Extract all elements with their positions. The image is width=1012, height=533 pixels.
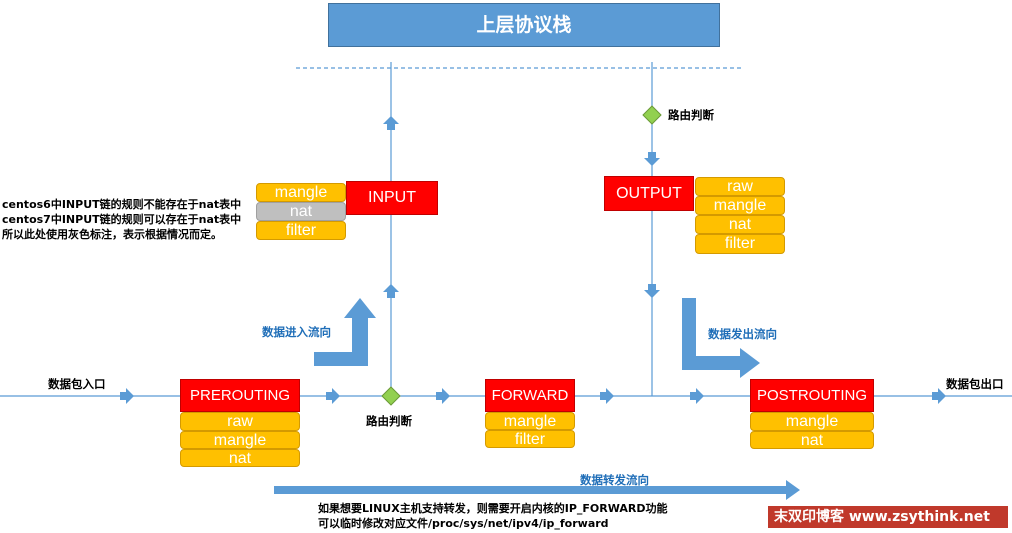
arrow-up-1 <box>383 116 399 130</box>
outbound-flow-label: 数据发出流向 <box>708 327 777 341</box>
prerouting-table-mangle: mangle <box>180 431 300 449</box>
forward-flow-label: 数据转发流向 <box>580 473 649 487</box>
ip-forward-note-line: 如果想要LINUX主机支持转发，则需要开启内核的IP_FORWARD功能 <box>318 502 668 515</box>
arrow-right-6 <box>932 388 946 404</box>
watermark: 末双印博客 www.zsythink.net <box>768 506 1008 528</box>
packet-in-label: 数据包入口 <box>48 377 106 391</box>
inbound-flow-arrow <box>314 298 376 366</box>
output-table-filter: filter <box>695 234 785 254</box>
input-nat-note-line: centos7中INPUT链的规则可以存在于nat表中 <box>2 213 242 226</box>
arrow-right-3 <box>436 388 450 404</box>
arrow-down-2 <box>644 284 660 298</box>
arrow-right-2 <box>326 388 340 404</box>
input-table-mangle: mangle <box>256 183 346 202</box>
input-table-filter: filter <box>256 221 346 240</box>
arrow-right-5 <box>690 388 704 404</box>
input-nat-note-line: centos6中INPUT链的规则不能存在于nat表中 <box>2 198 242 211</box>
arrow-right-4 <box>600 388 614 404</box>
output-table-mangle: mangle <box>695 196 785 215</box>
output-table-nat: nat <box>695 215 785 234</box>
prerouting-table-raw: raw <box>180 412 300 431</box>
arrow-up-2 <box>383 284 399 298</box>
output-chain: OUTPUT <box>604 176 694 211</box>
arrow-right-1 <box>120 388 134 404</box>
forward-table-mangle: mangle <box>485 412 575 430</box>
input-table-nat: nat <box>256 202 346 221</box>
inbound-flow-label: 数据进入流向 <box>262 325 331 339</box>
postrouting-table-mangle: mangle <box>750 412 874 431</box>
route-decision-diamond-bottom <box>381 386 401 406</box>
route-decision-label-bottom: 路由判断 <box>366 414 412 428</box>
packet-out-label: 数据包出口 <box>946 377 1004 391</box>
route-decision-diamond-top <box>642 105 662 125</box>
ip-forward-note: 如果想要LINUX主机支持转发，则需要开启内核的IP_FORWARD功能 可以临… <box>318 501 667 531</box>
prerouting-chain: PREROUTING <box>180 379 300 412</box>
input-nat-note-line: 所以此处使用灰色标注，表示根据情况而定。 <box>2 228 222 241</box>
ip-forward-note-line: 可以临时修改对应文件/proc/sys/net/ipv4/ip_forward <box>318 517 609 530</box>
input-nat-note: centos6中INPUT链的规则不能存在于nat表中 centos7中INPU… <box>2 197 241 242</box>
arrow-down-1 <box>644 152 660 166</box>
forward-chain: FORWARD <box>485 379 575 412</box>
postrouting-chain: POSTROUTING <box>750 379 874 412</box>
upper-protocol-stack: 上层协议栈 <box>328 3 720 47</box>
postrouting-table-nat: nat <box>750 431 874 449</box>
outbound-flow-arrow <box>682 298 760 378</box>
forward-flow-arrow <box>274 480 800 500</box>
route-decision-label-top: 路由判断 <box>668 108 714 122</box>
output-table-raw: raw <box>695 177 785 196</box>
forward-table-filter: filter <box>485 430 575 448</box>
prerouting-table-nat: nat <box>180 449 300 467</box>
input-chain: INPUT <box>346 181 438 215</box>
